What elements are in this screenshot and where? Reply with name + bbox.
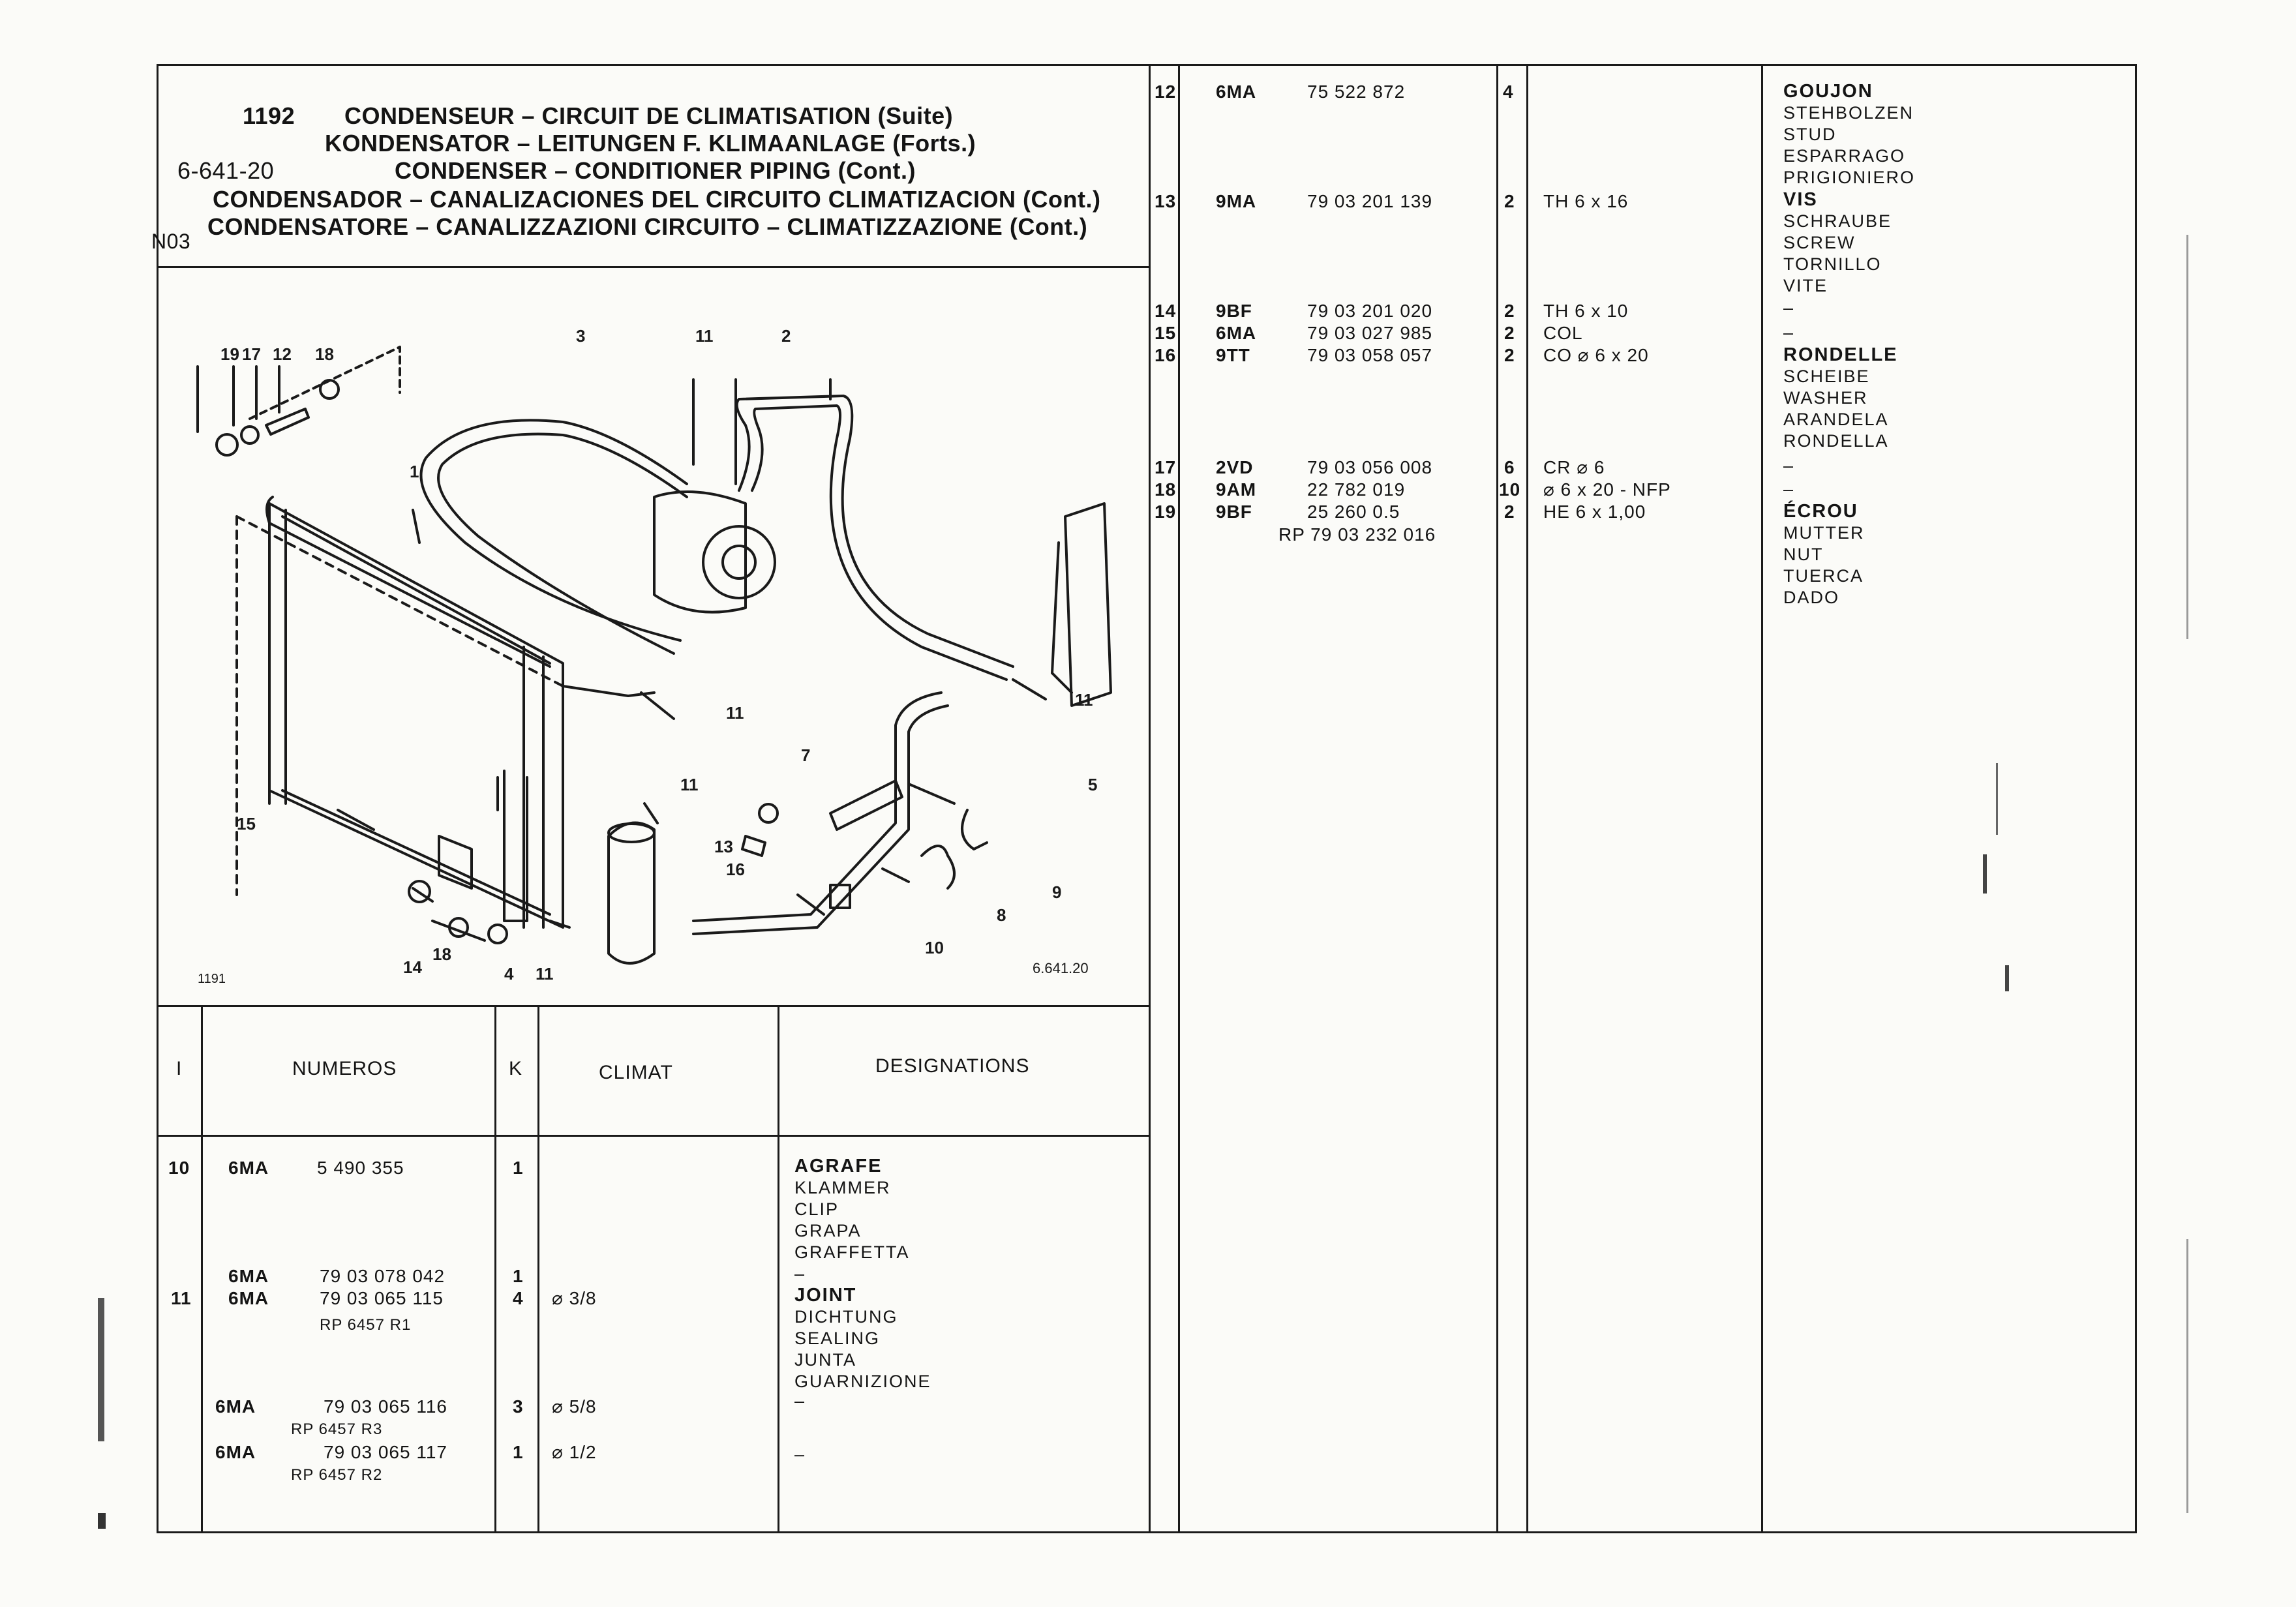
rcol-divider-index <box>1178 64 1180 1533</box>
header-k: K <box>509 1058 523 1079</box>
diagram-drawing-ref: 6.641.20 <box>1033 960 1089 976</box>
callout-16: 16 <box>726 860 745 879</box>
header-index: I <box>176 1058 183 1079</box>
exploded-diagram: 19 17 12 18 3 11 2 1 11 11 7 5 11 15 13 … <box>196 326 1112 986</box>
rcol-divider-numbers <box>1496 64 1498 1533</box>
callout-7: 7 <box>801 745 810 765</box>
callout-15: 15 <box>237 814 256 834</box>
page-number: 1192 <box>243 102 295 129</box>
rcol-divider-k <box>1526 64 1528 1533</box>
callout-13: 13 <box>714 837 733 856</box>
col-divider-climat <box>778 1005 779 1533</box>
callout-3: 3 <box>576 326 585 346</box>
callout-9: 9 <box>1052 882 1061 902</box>
rcol-divider-climat <box>1761 64 1763 1533</box>
side-code: N03 <box>151 230 191 253</box>
callout-11: 11 <box>1075 690 1093 710</box>
header-numbers: NUMEROS <box>292 1058 397 1079</box>
scan-mark-left <box>98 1298 104 1441</box>
callout-11: 11 <box>680 775 699 794</box>
scan-specks-2 <box>2005 965 2009 991</box>
callout-10: 10 <box>925 938 944 957</box>
title-fr: CONDENSEUR – CIRCUIT DE CLIMATISATION (S… <box>344 102 954 129</box>
callout-11: 11 <box>726 703 744 723</box>
col-divider-numbers <box>494 1005 496 1533</box>
title-es: CONDENSADOR – CANALIZACIONES DEL CIRCUIT… <box>213 186 1101 213</box>
scan-mark-right-2 <box>2186 1239 2188 1513</box>
callout-11: 11 <box>695 326 714 346</box>
callout-4: 4 <box>504 964 514 984</box>
callout-19: 19 <box>220 344 239 364</box>
header-climat: CLIMAT <box>599 1062 673 1083</box>
header-underline <box>157 266 1149 268</box>
scan-mark-right-1 <box>2186 235 2188 639</box>
title-en: CONDENSER – CONDITIONER PIPING (Cont.) <box>395 157 916 184</box>
callout-8: 8 <box>997 905 1006 925</box>
table-top-line <box>157 1005 1149 1007</box>
callout-2: 2 <box>781 326 791 346</box>
callout-11: 11 <box>536 964 554 984</box>
callout-5: 5 <box>1088 775 1097 794</box>
scan-specks <box>1983 854 1987 894</box>
callout-17: 17 <box>242 344 261 364</box>
callout-1: 1 <box>410 462 419 481</box>
scan-mark-left-bottom <box>98 1513 106 1529</box>
panel-divider <box>1149 64 1151 1533</box>
callout-18: 18 <box>432 944 451 964</box>
table-header-bottom <box>157 1135 1149 1137</box>
col-divider-k <box>537 1005 539 1533</box>
title-de: KONDENSATOR – LEITUNGEN F. KLIMAANLAGE (… <box>325 130 976 157</box>
scan-specks-3 <box>1996 763 1998 835</box>
ref-code: 6-641-20 <box>177 157 275 184</box>
diagram-page-ref: 1191 <box>198 972 226 986</box>
callout-12: 12 <box>273 344 292 364</box>
col-divider-index <box>201 1005 203 1533</box>
callout-18: 18 <box>315 344 334 364</box>
header-designations: DESIGNATIONS <box>875 1055 1030 1077</box>
title-it: CONDENSATORE – CANALIZZAZIONI CIRCUITO –… <box>207 213 1088 240</box>
callout-14: 14 <box>403 957 422 977</box>
catalog-page-frame <box>157 64 2137 1533</box>
